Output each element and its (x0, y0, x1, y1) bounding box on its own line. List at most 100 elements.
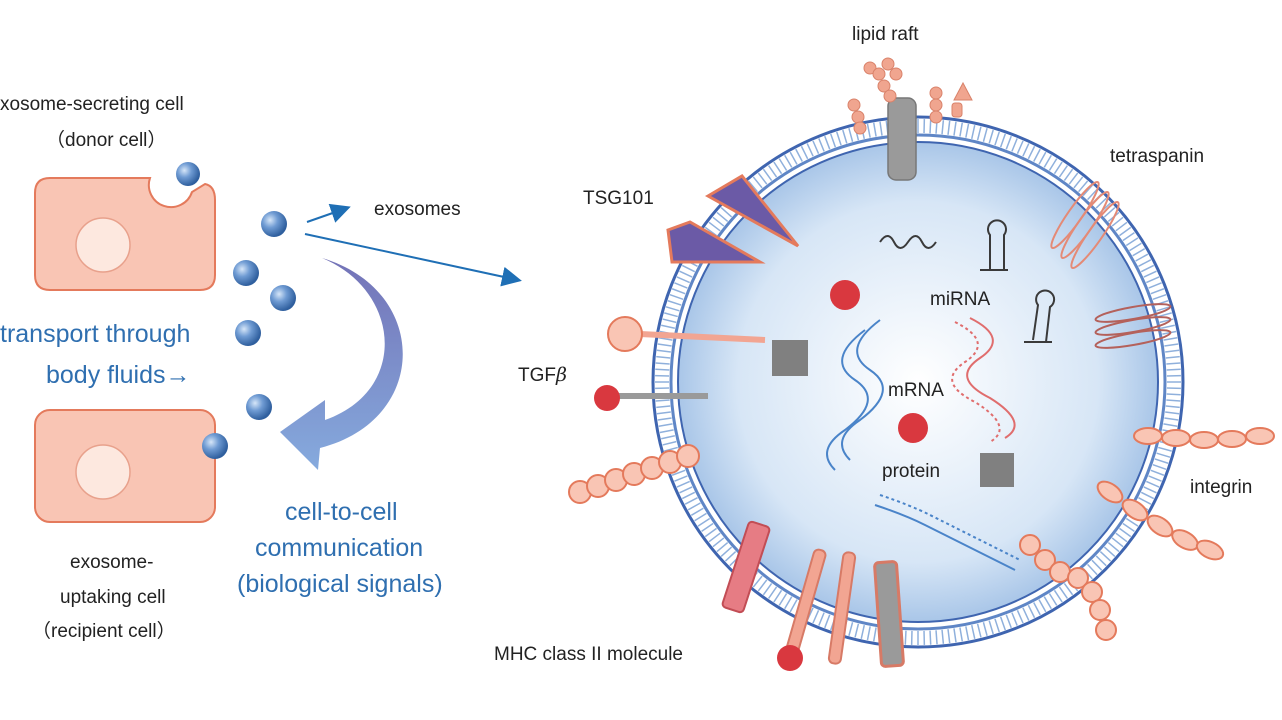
lipid-tick (1087, 563, 1098, 576)
lipid-tick (879, 121, 883, 136)
lipid-tick (716, 541, 729, 553)
mhc-marker (721, 520, 905, 671)
tgfb-label-main: TGF (518, 365, 556, 386)
lipid-tick (1043, 596, 1052, 610)
communication-label-line1: cell-to-cell (285, 498, 398, 526)
lipid-tick (1077, 180, 1089, 193)
lipid-tick (1107, 541, 1120, 553)
curved-arrow-icon (280, 258, 403, 470)
lipid-tick (674, 475, 688, 482)
communication-label-line2: communication (255, 534, 423, 562)
lipid-tick (757, 172, 768, 185)
lipid-tick (671, 288, 686, 295)
lipid-tick (1135, 253, 1149, 262)
lipid-tick (982, 128, 988, 142)
lipid-tick (1011, 138, 1018, 152)
lipid-tick (784, 154, 793, 168)
lipid-tick (1148, 282, 1162, 289)
lipid-tick (976, 126, 982, 141)
lipid-tick (664, 446, 678, 452)
lipid-tick (697, 517, 711, 527)
lipid-tick (690, 507, 704, 516)
bead-chain-left (568, 444, 700, 504)
lipid-tick (656, 355, 671, 359)
lipid-tick (988, 620, 994, 635)
lipid-tick (681, 264, 696, 273)
lipid-tick (1143, 486, 1157, 494)
lipid-tick (1011, 612, 1018, 626)
lipid-tick (1103, 546, 1116, 557)
lipid-tick (866, 123, 871, 138)
lipid-tick (679, 486, 693, 494)
lipid-tick (671, 469, 686, 476)
mrna-label: mRNA (888, 380, 944, 401)
lipid-tick (941, 120, 945, 135)
lipid-tick (757, 579, 768, 592)
lipid-tick (795, 148, 803, 162)
lipid-tick (684, 497, 698, 505)
lipid-tick (1082, 184, 1093, 197)
lipid-tick (818, 138, 825, 152)
cargo-dots (830, 280, 928, 443)
lipid-tick (1068, 172, 1079, 185)
lipid-tick (1140, 264, 1155, 273)
recipient-label-line2: uptaking cell (60, 587, 166, 608)
lipid-tick (1145, 276, 1160, 284)
lipid-tick (1140, 491, 1155, 500)
lipid-tick (970, 125, 976, 140)
recipient-label-line1: exosome- (70, 552, 153, 573)
lipid-tick (1005, 614, 1012, 629)
lipid-tick (656, 411, 671, 415)
lipid-tick (860, 624, 866, 639)
tsg101-marker (666, 174, 800, 264)
lipid-tick (1091, 559, 1103, 571)
lipid-tick (676, 480, 691, 488)
communication-label-line3: (biological signals) (237, 570, 443, 598)
lipid-tick (1164, 417, 1179, 421)
lipid-tick (1115, 221, 1128, 232)
lipid-tick (1132, 248, 1146, 257)
lipid-tick (1119, 226, 1132, 237)
lipid-tick (836, 131, 842, 146)
tgfb-label-greek: β (555, 364, 567, 386)
lipid-tick (667, 300, 682, 306)
lipid-tick (947, 629, 951, 644)
lipid-tick (965, 626, 970, 641)
lipid-tick (1016, 609, 1024, 624)
lipid-tick (720, 207, 733, 218)
lipid-tick (1166, 399, 1181, 402)
lipid-tick (708, 221, 721, 232)
lipid-tick (658, 336, 673, 341)
lipid-tick (965, 123, 970, 138)
tetraspanin-label: tetraspanin (1110, 146, 1204, 167)
lipid-tick (752, 575, 763, 588)
lipid-tick (994, 131, 1000, 146)
lipid-tick (1043, 154, 1052, 168)
lipid-tick (1150, 469, 1165, 476)
mhc-label: MHC class II molecule (494, 644, 683, 665)
lipid-tick (655, 362, 670, 365)
lipid-tick (773, 589, 783, 603)
lipid-tick (720, 546, 733, 557)
lipid-tick (1166, 368, 1181, 371)
lipid-tick (1163, 423, 1178, 428)
lipid-tick (1165, 405, 1180, 409)
lipid-tick (970, 624, 976, 639)
lipid-raft-marker (847, 57, 973, 181)
donor-label-line1: xosome-secreting cell (0, 94, 184, 115)
integrin-marker (1096, 427, 1275, 561)
lipid-tick (1033, 602, 1041, 616)
lipid-tick (708, 532, 721, 543)
lipid-tick (959, 627, 964, 642)
lipid-tick (789, 151, 798, 165)
lipid-tick (1165, 355, 1180, 359)
lipid-tick (1152, 294, 1167, 301)
integrin-label: integrin (1190, 477, 1252, 498)
lipid-tick (929, 630, 932, 645)
lipid-tick (812, 609, 820, 624)
lipid-tick (824, 614, 831, 629)
lipid-tick (824, 135, 831, 150)
lipid-tick (1111, 537, 1124, 548)
lipid-tick (657, 343, 672, 347)
